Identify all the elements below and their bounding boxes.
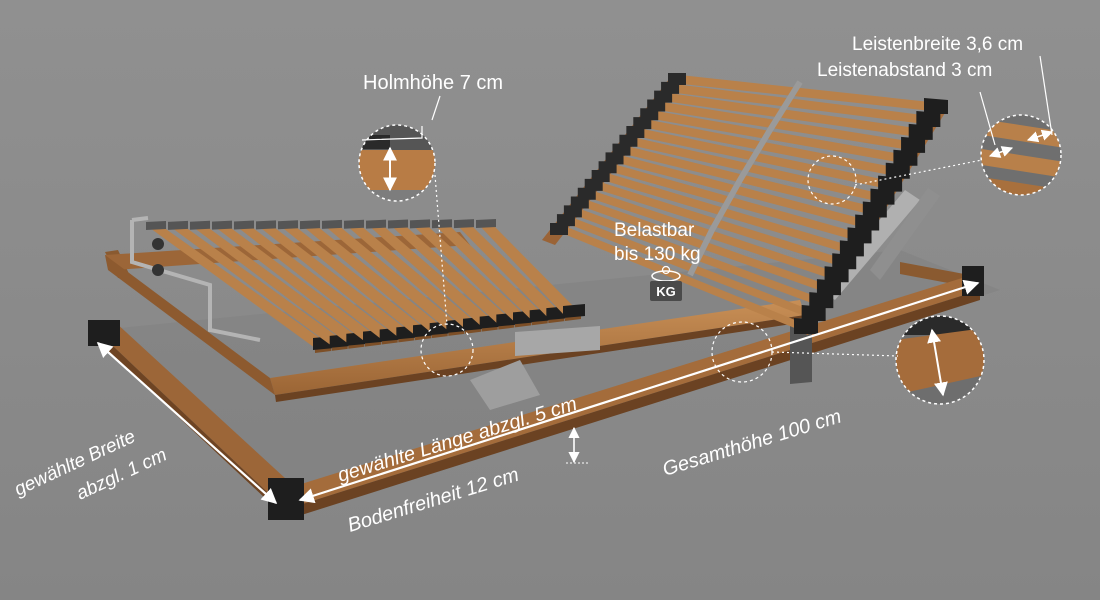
slat-cap (924, 98, 948, 114)
slat-cap (668, 73, 686, 85)
head-slat (610, 163, 856, 241)
slat-cap (300, 220, 320, 230)
slat-cap (885, 162, 910, 179)
head-slat (603, 172, 848, 254)
head-slat (617, 154, 864, 228)
slat-cap (855, 214, 880, 231)
slat-cap (146, 221, 166, 230)
slat-cap (870, 188, 895, 205)
slat-spacing-label: Leistenabstand 3 cm (817, 60, 992, 81)
slat-cap (454, 219, 474, 229)
slat-cap (476, 219, 496, 228)
head-slat (631, 136, 879, 202)
head-slat (638, 127, 887, 189)
slat-cap (824, 266, 849, 283)
slat-cap (322, 219, 342, 229)
head-slat (680, 75, 932, 111)
slat-cap (908, 123, 933, 140)
corner-cap-front-left (88, 320, 120, 346)
slat-cap (916, 110, 941, 127)
slat-width-label: Leistenbreite 3,6 cm (852, 34, 1023, 55)
foot-slat (150, 227, 331, 348)
slat-cap (256, 220, 276, 230)
corner-cap-front (268, 478, 304, 520)
slat-cap (839, 240, 864, 257)
slat-cap (563, 304, 585, 318)
width-dimension-arrow (96, 341, 278, 505)
slat-cap (847, 227, 872, 244)
head-slat (652, 110, 902, 163)
center-strap (687, 80, 803, 277)
kg-symbol: KG (656, 284, 676, 299)
slat-cap (893, 149, 918, 166)
head-slat (666, 92, 917, 137)
slat-cap (234, 220, 254, 230)
load-label-line2: bis 130 kg (614, 244, 701, 265)
slat-cap (878, 175, 903, 192)
weight-kg-icon: KG (650, 265, 682, 301)
foot-lifter-bracket (130, 216, 261, 342)
slat-cap (190, 220, 210, 230)
length-dimension-arrow (298, 279, 980, 504)
head-slat (645, 119, 894, 176)
holm-height-label: Holmhöhe 7 cm (363, 72, 503, 94)
slat-cap (212, 220, 232, 230)
slat-cap (168, 220, 188, 230)
corner-cap-right (962, 266, 984, 296)
slat-cap (410, 219, 430, 229)
load-label-line1: Belastbar (614, 220, 695, 241)
slat-cap (862, 201, 887, 218)
slat-source-marker (807, 155, 857, 205)
slat-cap (278, 220, 298, 230)
head-slat (624, 145, 871, 215)
slat-cap (366, 219, 386, 229)
head-slat (673, 83, 925, 124)
zoom-slat-width (980, 114, 1062, 196)
slat-cap (901, 136, 926, 153)
slat-cap (832, 253, 857, 270)
slat-cap (344, 219, 364, 229)
head-slat (659, 101, 910, 150)
slat-cap (432, 219, 452, 229)
slat-cap (388, 219, 408, 229)
